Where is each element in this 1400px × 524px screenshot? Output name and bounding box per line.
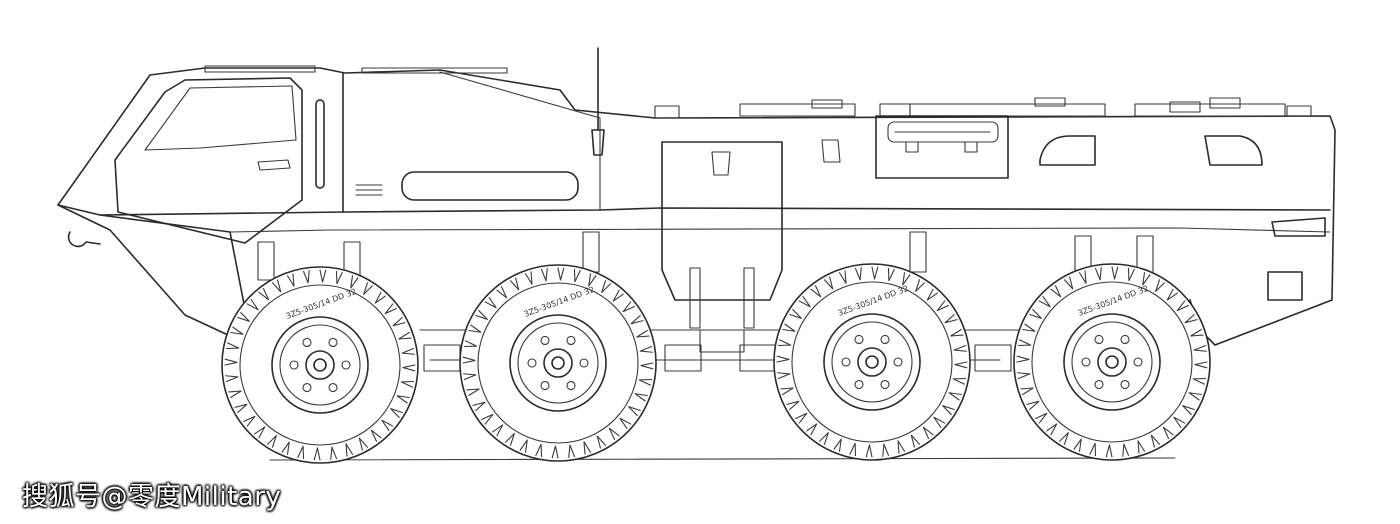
cab-window-inner [144, 85, 297, 151]
wheel-1: 3Z5-305/14 DD 32 [221, 266, 419, 464]
roof-fittings [204, 65, 1312, 119]
cab-window [114, 77, 303, 244]
ground-line [269, 457, 1176, 461]
antenna [591, 47, 605, 156]
hull-lower-line [229, 227, 1331, 233]
rear-light [1267, 271, 1303, 301]
wheel-4: 3Z5-305/14 DD 32 [1013, 263, 1211, 461]
firing-port-2 [1204, 135, 1263, 166]
hull-outline [57, 67, 1336, 346]
wheel-3: 3Z5-305/14 DD 32 [773, 263, 971, 461]
watermark: 搜狐号@零度Military [22, 482, 282, 512]
roof-slope [439, 71, 601, 211]
side-vent [355, 184, 383, 196]
front-tow-hook [67, 231, 101, 248]
front-plate [57, 204, 251, 336]
cab-slit [315, 99, 325, 189]
equipment-box [875, 115, 1009, 179]
wheel-2: 3Z5-305/14 DD 32 [459, 264, 657, 462]
small-hatch [821, 139, 841, 163]
rear-hook [1271, 217, 1326, 237]
side-door [661, 141, 783, 301]
door-handle [257, 159, 291, 171]
firing-port-1 [1039, 135, 1096, 166]
long-window [401, 171, 579, 201]
side-door-handle [711, 151, 731, 176]
